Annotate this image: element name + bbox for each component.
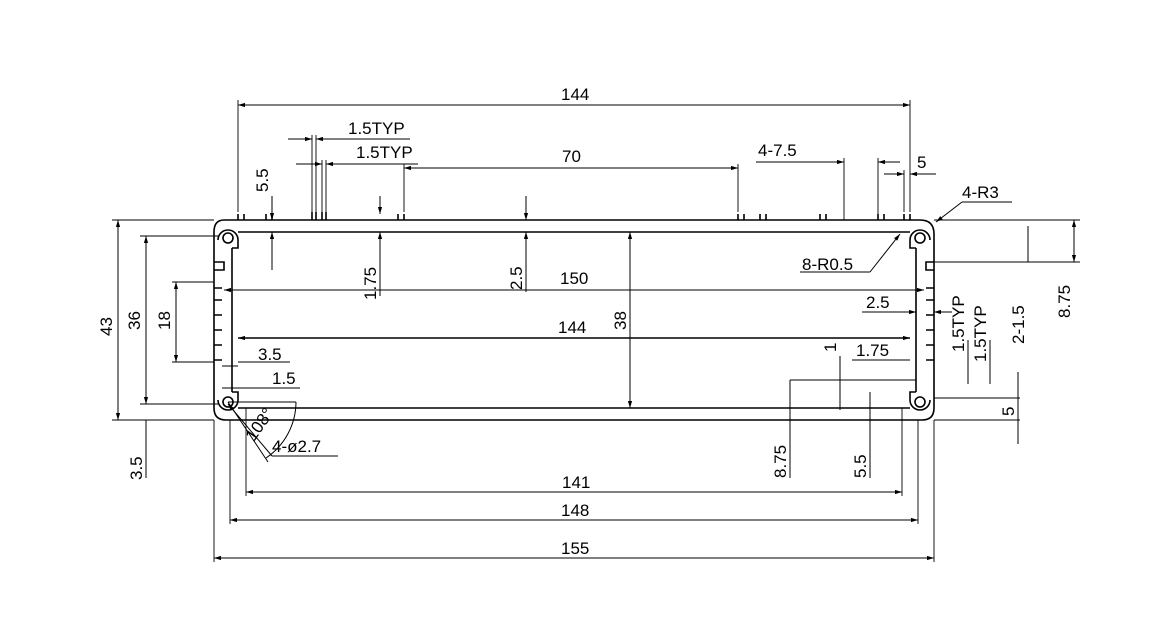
label-right-typ-b: 1.5TYP [971, 305, 990, 362]
label-h-1-75-right: 1.75 [856, 341, 889, 360]
label-v-8-75: 8.75 [771, 445, 790, 478]
label-inner-144: 144 [558, 318, 586, 337]
label-typ-a: 1.5TYP [348, 119, 405, 138]
dimensions [112, 100, 1080, 562]
dimension-labels: 144 1.5TYP 1.5TYP 70 4-7.5 5 4-R3 5.5 1.… [97, 85, 1074, 558]
label-h-1-75: 1.75 [361, 267, 380, 300]
label-w-150: 150 [560, 269, 588, 288]
label-v-5-5: 5.5 [851, 454, 870, 478]
label-left-1-5: 1.5 [272, 369, 296, 388]
label-right-2-1-5: 2-1.5 [1009, 305, 1028, 344]
label-bottom-3-5: 3.5 [127, 456, 146, 480]
label-slot-70: 70 [562, 147, 581, 166]
label-h-38: 38 [611, 311, 630, 330]
label-r0-5: 8-R0.5 [802, 255, 853, 274]
label-w-155: 155 [561, 539, 589, 558]
label-h-5-5: 5.5 [253, 168, 272, 192]
label-right-8-75: 8.75 [1055, 285, 1074, 318]
label-right-2-5: 2.5 [866, 293, 890, 312]
label-left-3-5: 3.5 [258, 345, 282, 364]
label-w-5: 5 [917, 153, 926, 172]
label-typ-b: 1.5TYP [356, 143, 413, 162]
label-w-141: 141 [562, 473, 590, 492]
label-h-18: 18 [155, 311, 174, 330]
label-v-5: 5 [999, 407, 1018, 416]
profile-outline [213, 212, 935, 421]
label-w-148: 148 [561, 501, 589, 520]
label-hole: 4-ø2.7 [272, 437, 321, 456]
label-h-36: 36 [125, 311, 144, 330]
label-top-144: 144 [561, 85, 589, 104]
label-fin: 4-7.5 [758, 141, 797, 160]
label-right-typ-a: 1.5TYP [949, 295, 968, 352]
label-v-1: 1 [821, 343, 840, 352]
label-h-43: 43 [97, 317, 116, 336]
label-r3: 4-R3 [962, 183, 999, 202]
label-h-2-5: 2.5 [507, 266, 526, 290]
